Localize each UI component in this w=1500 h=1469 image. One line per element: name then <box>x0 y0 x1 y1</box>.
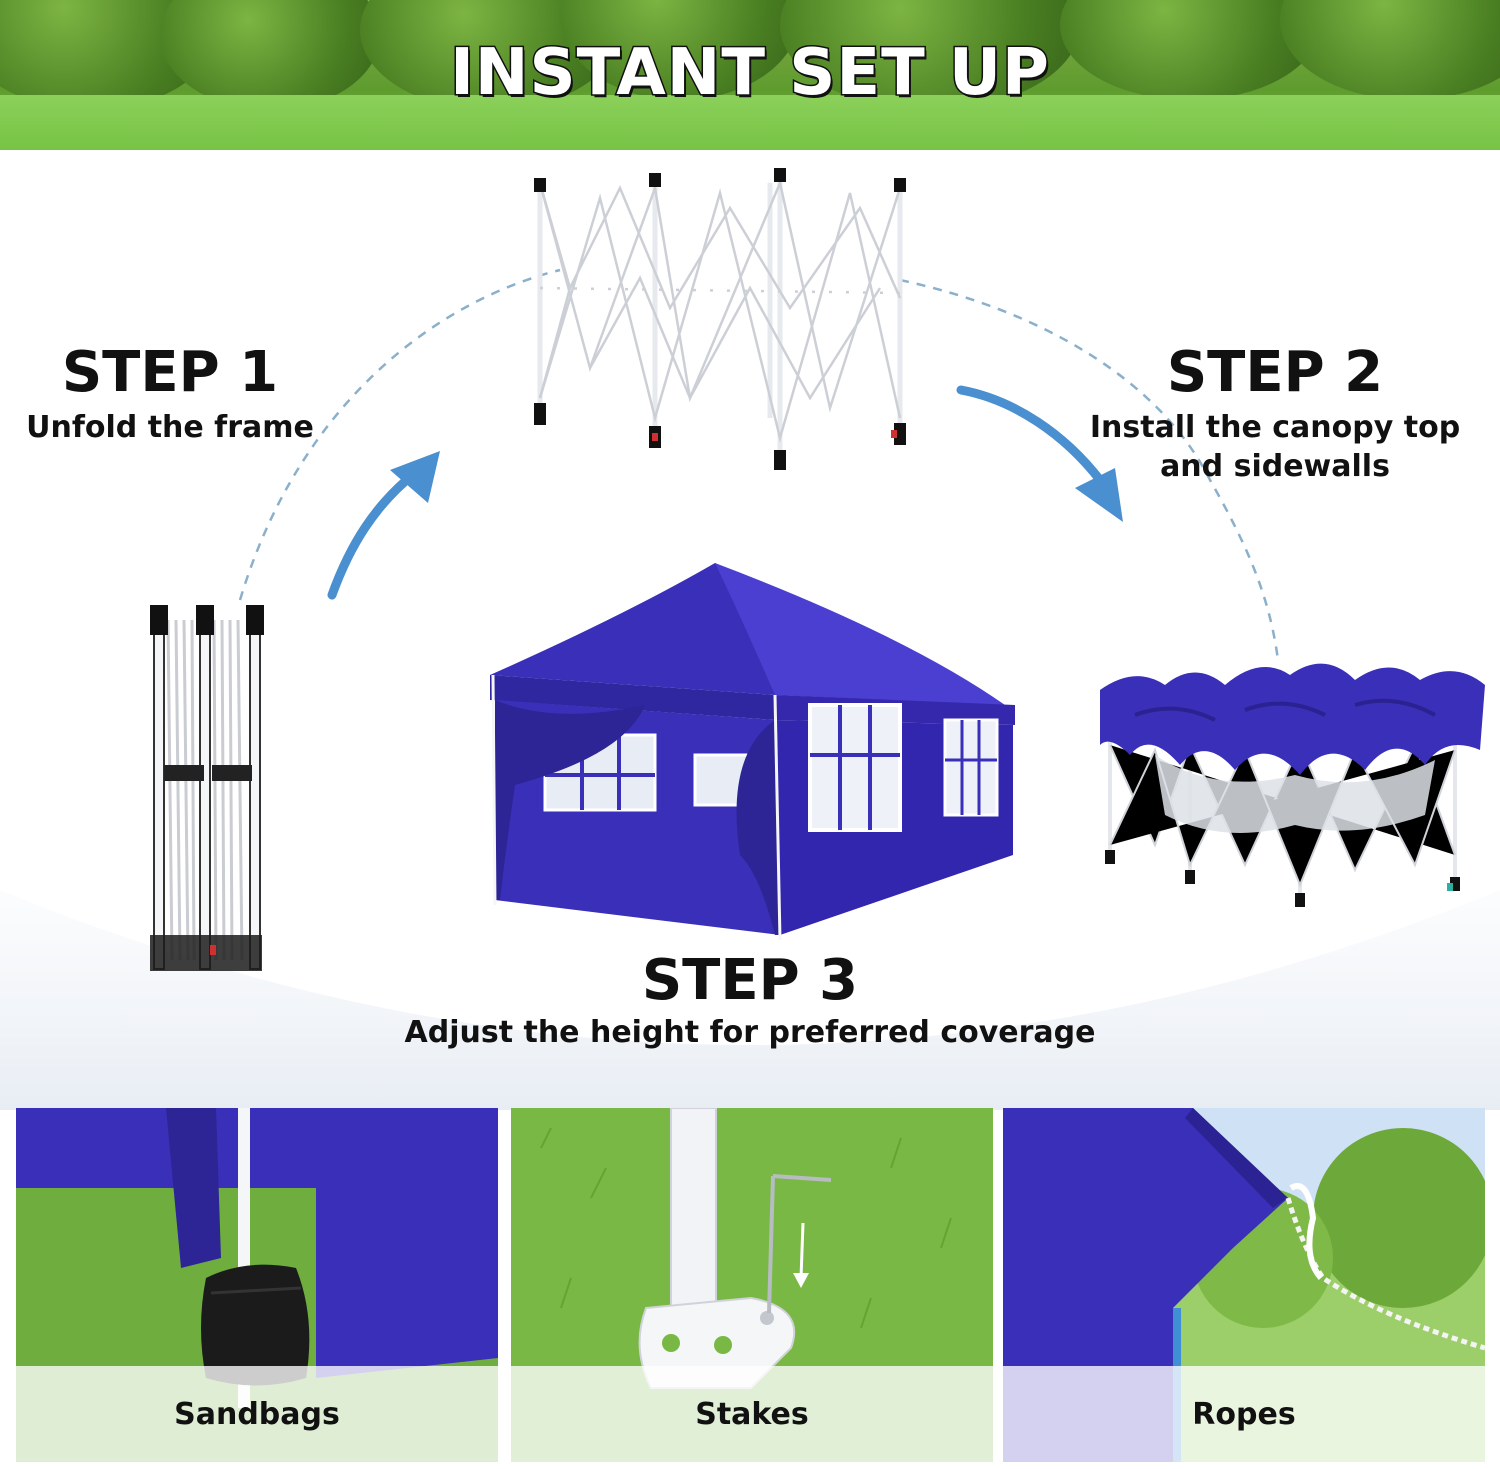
step-1-description: Unfold the frame <box>26 410 314 445</box>
banner-title: INSTANT SET UP <box>449 35 1051 112</box>
accessory-panel-stakes: Stakes <box>511 1108 993 1462</box>
accessory-panel-sandbags: Sandbags <box>16 1108 498 1462</box>
step-1-heading: STEP 1 <box>61 340 279 405</box>
accessory-panel-ropes: Ropes <box>1003 1108 1485 1462</box>
step-2-description-line1: Install the canopy top <box>1089 410 1461 445</box>
step-3-description: Adjust the height for preferred coverage <box>404 1015 1096 1050</box>
step-2-heading: STEP 2 <box>1166 340 1384 405</box>
step-2-description-line2: and sidewalls <box>1160 449 1390 484</box>
header-banner: INSTANT SET UP <box>0 0 1500 150</box>
folded-frame-image <box>150 605 264 971</box>
step-3-heading: STEP 3 <box>641 948 859 1013</box>
stakes-label: Stakes <box>511 1366 993 1462</box>
ropes-label: Ropes <box>1003 1366 1485 1462</box>
up-right-arrow-icon <box>327 451 440 600</box>
banner-grass <box>0 95 1500 150</box>
assembled-tent-image <box>490 563 1015 941</box>
canopy-installing-image <box>1100 663 1485 907</box>
sandbags-label: Sandbags <box>16 1366 498 1462</box>
expanded-frame-image <box>534 168 906 470</box>
background-swoosh <box>0 890 1500 1110</box>
dashed-cycle-path <box>238 268 1280 661</box>
down-right-arrow-icon <box>956 385 1123 522</box>
